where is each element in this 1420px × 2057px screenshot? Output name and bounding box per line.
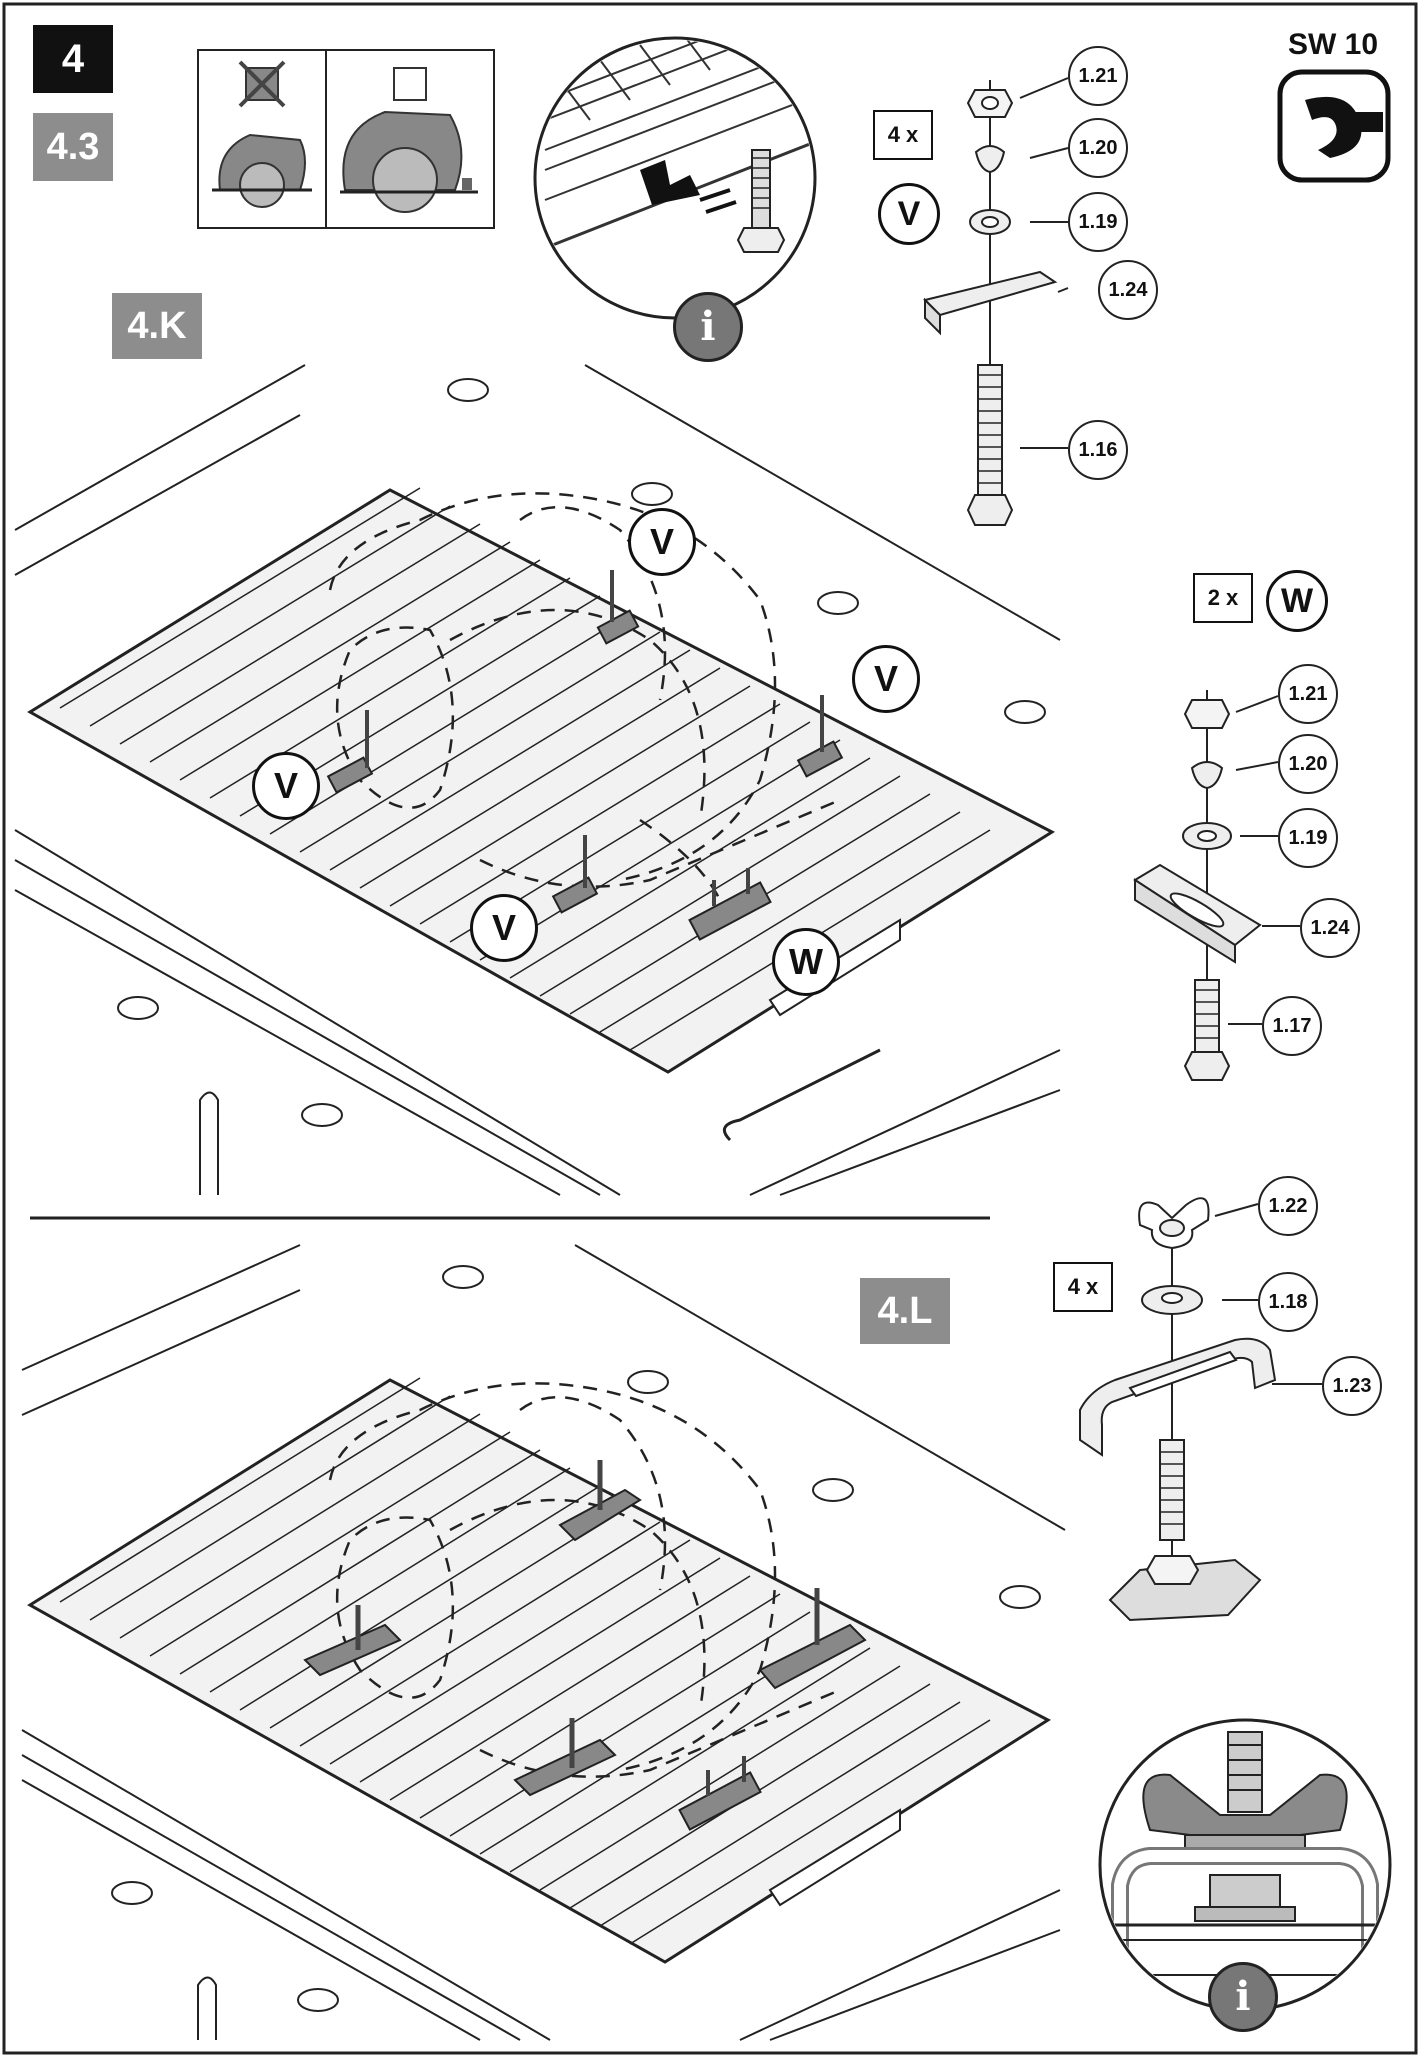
marker-v: V: [628, 508, 696, 576]
part-callout-1-17: 1.17: [1262, 996, 1322, 1056]
kit-w-letter: W: [1266, 570, 1328, 632]
section-4k-label: 4.K: [112, 293, 202, 359]
sub-step-badge: 4.3: [33, 113, 113, 181]
kit-w-exploded-parts: [1133, 690, 1300, 1081]
kit-l-exploded-parts: [1079, 1197, 1322, 1622]
part-callout-1-21: 1.21: [1068, 46, 1128, 106]
part-callout-1-24: 1.24: [1300, 898, 1360, 958]
info-icon: i: [673, 292, 743, 362]
part-callout-1-20: 1.20: [1278, 734, 1338, 794]
part-callout-1-19: 1.19: [1068, 192, 1128, 252]
kit-v-letter: V: [878, 183, 940, 245]
drawing-4l: [21, 1244, 1066, 2041]
part-callout-1-23: 1.23: [1322, 1356, 1382, 1416]
section-4l-label: 4.L: [860, 1278, 950, 1344]
wrench-size-label: SW 10: [1288, 28, 1379, 61]
part-callout-1-21: 1.21: [1278, 664, 1338, 724]
part-callout-1-18: 1.18: [1258, 1272, 1318, 1332]
part-callout-1-19: 1.19: [1278, 808, 1338, 868]
part-callout-1-22: 1.22: [1258, 1176, 1318, 1236]
marker-v: V: [252, 752, 320, 820]
info-icon: i: [1208, 1962, 1278, 2032]
saw-comparison-panel: [197, 49, 495, 229]
part-callout-1-24: 1.24: [1098, 260, 1158, 320]
wrench-icon: [1277, 69, 1391, 183]
wingnut-detail-magnifier: [1098, 1718, 1392, 2012]
clamps-4k: [326, 570, 844, 941]
kit-v-quantity: 4 x: [873, 110, 933, 160]
marker-v: V: [852, 645, 920, 713]
slot-detail-magnifier: [533, 36, 817, 320]
marker-w: W: [772, 928, 840, 996]
kit-v-exploded-parts: [923, 77, 1069, 526]
marker-v: V: [470, 894, 538, 962]
step-number-badge: 4: [33, 25, 113, 93]
part-callout-1-16: 1.16: [1068, 420, 1128, 480]
kit-l-quantity: 4 x: [1053, 1262, 1113, 1312]
drawing-4k: [14, 364, 1061, 1196]
part-callout-1-20: 1.20: [1068, 118, 1128, 178]
saw-allowed-icon: [340, 67, 478, 213]
clamps-4l: [303, 1460, 867, 1831]
saw-crossed-icon: [212, 60, 312, 208]
kit-w-quantity: 2 x: [1193, 573, 1253, 623]
